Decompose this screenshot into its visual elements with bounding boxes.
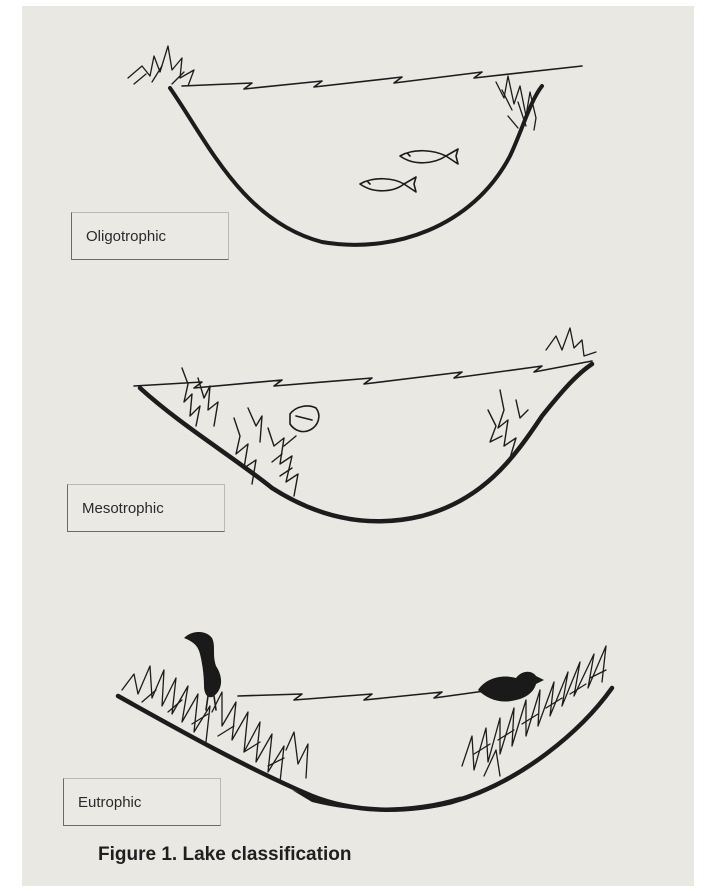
panel-label-text: Oligotrophic [86, 228, 166, 245]
oligotrophic-water-surface [182, 66, 582, 89]
panel-label-mesotrophic: Mesotrophic [67, 484, 225, 532]
eutrophic-water-surface [238, 690, 492, 700]
panel-label-text: Eutrophic [78, 794, 141, 811]
panel-label-eutrophic: Eutrophic [63, 778, 221, 826]
fish-icon [360, 177, 416, 192]
mesotrophic-shore-grass-right [546, 328, 596, 356]
panel-label-text: Mesotrophic [82, 500, 164, 517]
figure-caption: Figure 1. Lake classification [98, 844, 351, 866]
oligotrophic-shore-grass-left [128, 46, 194, 86]
figure-sheet: Oligotrophic Mesotrophic Eutrophic Figur… [22, 6, 694, 886]
duck-bird-icon [478, 672, 544, 702]
panel-label-oligotrophic: Oligotrophic [71, 212, 229, 260]
eutrophic-weeds-right [462, 646, 606, 776]
fish-icon [290, 406, 319, 432]
fish-icon [400, 149, 458, 164]
lake-diagram [22, 6, 694, 886]
mesotrophic-water-surface [134, 361, 592, 388]
heron-bird-icon [184, 632, 221, 697]
